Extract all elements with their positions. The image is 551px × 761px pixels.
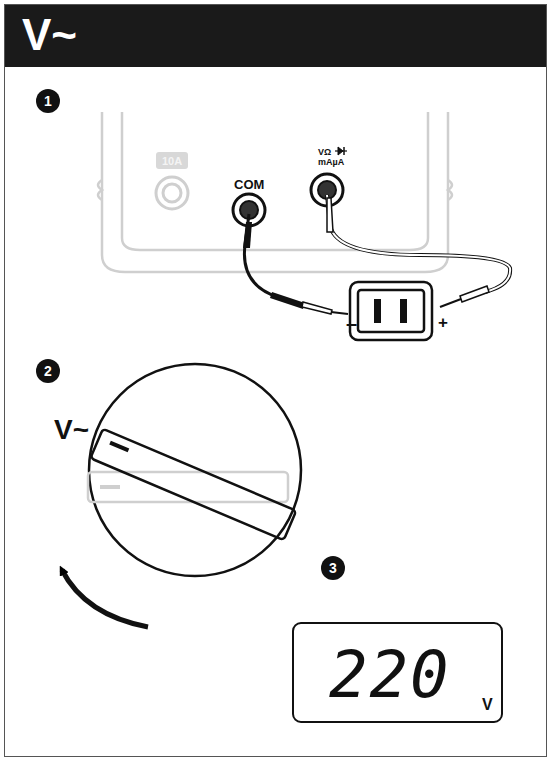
rotation-arrow xyxy=(62,570,148,627)
jack-label-box xyxy=(156,152,188,169)
page-frame xyxy=(5,5,547,757)
dial-label: V~ xyxy=(54,416,89,444)
rotary-dial xyxy=(88,364,301,576)
callout-number: 2 xyxy=(36,359,60,383)
display-unit: V xyxy=(482,697,493,713)
diode-symbol xyxy=(335,147,347,155)
callout-number: 1 xyxy=(36,89,60,113)
display-reading: 220 xyxy=(329,643,451,707)
polarity-mark: + xyxy=(438,314,448,331)
jack-label: COM xyxy=(234,178,264,191)
callout-number: 3 xyxy=(321,556,345,580)
jack-10a xyxy=(156,177,188,209)
lcd-display: 220V xyxy=(292,622,503,723)
jack-label: VΩ xyxy=(318,148,331,157)
jack-label: 10A xyxy=(162,156,182,167)
polarity-mark: – xyxy=(346,313,357,333)
jack-label: mAµA xyxy=(318,158,344,167)
header-bar xyxy=(5,5,546,67)
wall-socket xyxy=(350,282,432,340)
multimeter-body xyxy=(98,112,452,272)
title: V~ xyxy=(22,13,77,57)
